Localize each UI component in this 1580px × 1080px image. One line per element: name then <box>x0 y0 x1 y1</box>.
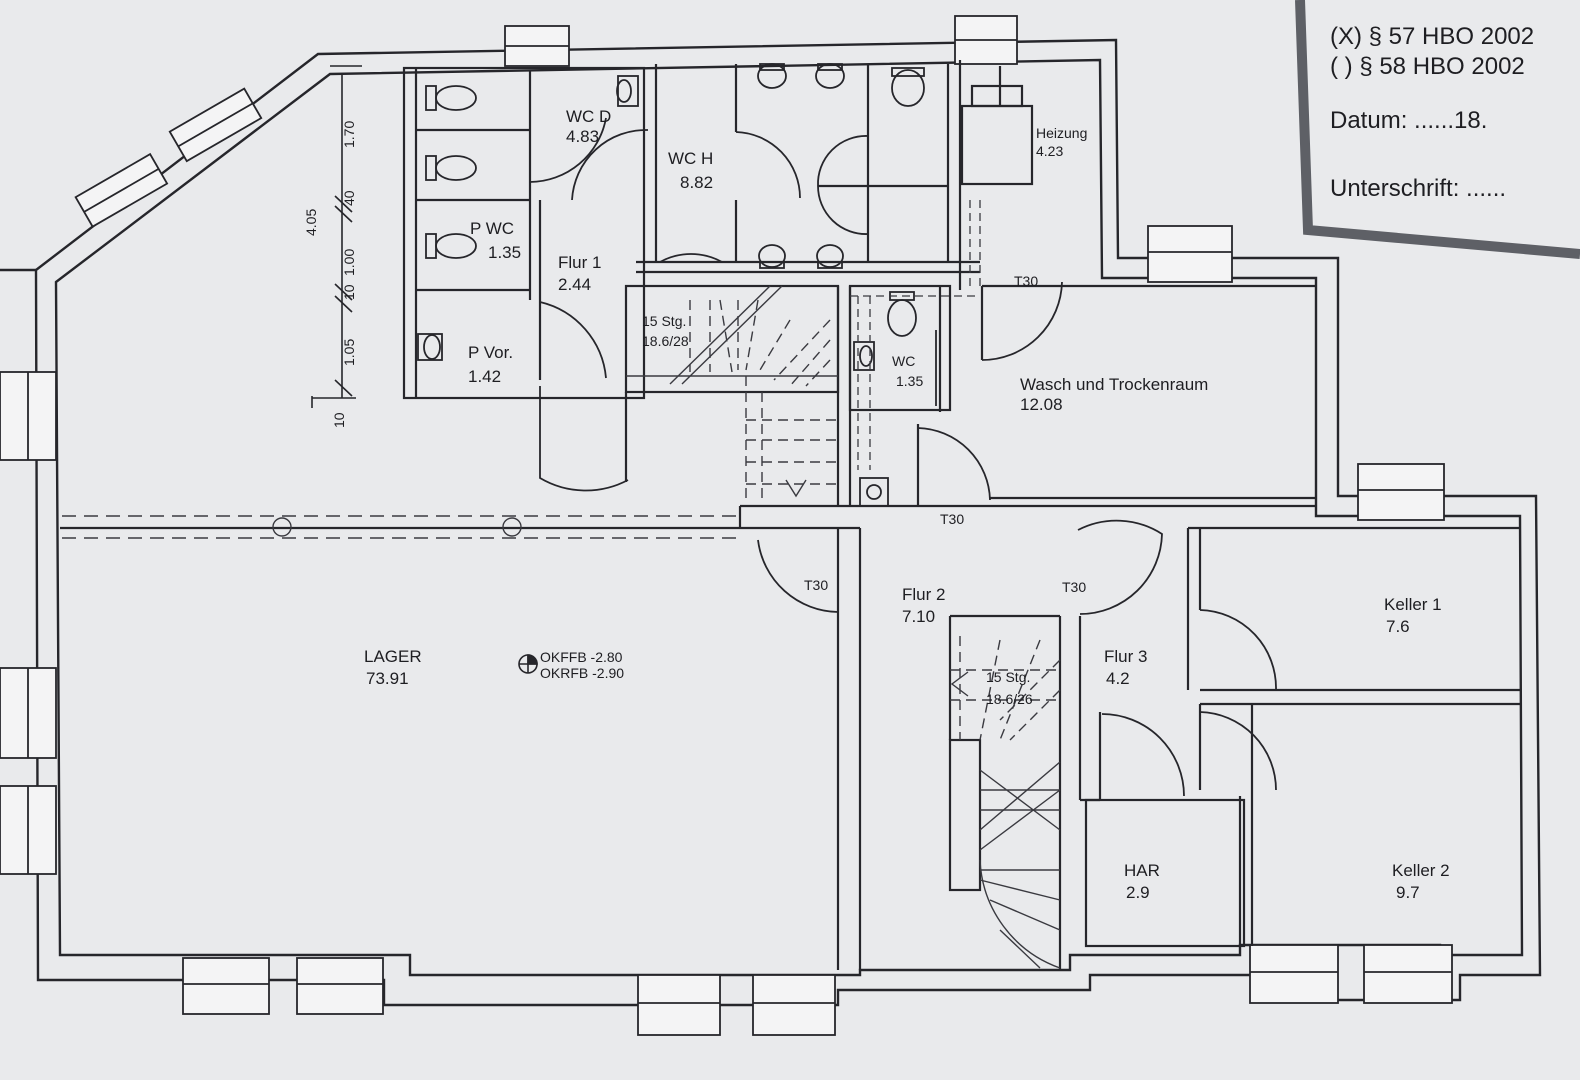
level-okffb: OKFFB -2.80 <box>540 649 623 665</box>
toilet-icon <box>891 67 925 107</box>
room-name-lager: LAGER <box>364 647 422 666</box>
beam-line <box>62 515 736 539</box>
toilet-icon <box>425 155 477 181</box>
room-name-wc-h: WC H <box>668 149 713 168</box>
room-area-har: 2.9 <box>1126 883 1150 902</box>
room-name-flur-3: Flur 3 <box>1104 647 1147 666</box>
toilet-icon <box>757 63 787 89</box>
stamp-date: Datum: ......18. <box>1330 107 1487 134</box>
room-name-wasch: Wasch und Trockenraum <box>1020 375 1208 394</box>
room-area-heizung: 4.23 <box>1036 143 1063 159</box>
dimension-label: 1.05 <box>341 339 357 366</box>
room-name-flur-2: Flur 2 <box>902 585 945 604</box>
room-area-wc-h: 8.82 <box>680 173 713 192</box>
room-name-heizung: Heizung <box>1036 125 1087 141</box>
windows <box>0 15 1453 1036</box>
toilet-icon <box>616 75 639 107</box>
stamp-line-2: ( ) § 58 HBO 2002 <box>1330 53 1525 80</box>
door-rating-t30: T30 <box>940 511 964 527</box>
toilet-icon <box>425 233 477 259</box>
room-area-wasch: 12.08 <box>1020 395 1063 414</box>
doors <box>529 100 1277 797</box>
room-area-keller-1: 7.6 <box>1386 617 1410 636</box>
room-area-wc-d: 4.83 <box>566 127 599 146</box>
dimension-label: 1.70 <box>341 121 357 148</box>
room-name-p-wc: P WC <box>470 219 514 238</box>
sink-icon <box>853 341 875 371</box>
toilet-icon <box>815 63 845 89</box>
room-area-flur-3: 4.2 <box>1106 669 1130 688</box>
stamp-signature: Unterschrift: ...... <box>1330 175 1506 202</box>
interior-walls <box>60 60 1520 970</box>
room-name-wc-d: WC D <box>566 107 611 126</box>
room-area-wc: 1.35 <box>896 373 923 389</box>
column-icon <box>502 517 522 537</box>
wc-fixtures <box>417 63 925 507</box>
door-ratings: T30 T30 T30 T30 <box>804 273 1086 595</box>
dimension-label: 4.05 <box>303 209 319 236</box>
room-area-flur-1: 2.44 <box>558 275 591 294</box>
door-rating-t30: T30 <box>1014 273 1038 289</box>
room-area-keller-2: 9.7 <box>1396 883 1420 902</box>
door-rating-t30: T30 <box>804 577 828 593</box>
room-area-lager: 73.91 <box>366 669 409 688</box>
toilet-icon <box>417 333 443 361</box>
room-area-flur-2: 7.10 <box>902 607 935 626</box>
dimension-chain <box>311 65 362 408</box>
stair-ratio-upper: 18.6/28 <box>642 333 689 349</box>
stair-steps-upper: 15 Stg. <box>642 313 686 329</box>
room-area-p-wc: 1.35 <box>488 243 521 262</box>
level-marker-icon <box>518 654 538 674</box>
urinal-icon <box>816 244 844 269</box>
drain-icon <box>859 477 889 507</box>
stair-steps-lower: 15 Stg. <box>986 669 1030 685</box>
room-name-p-vor: P Vor. <box>468 343 513 362</box>
staircase-upper <box>626 285 838 500</box>
toilet-icon <box>425 85 477 111</box>
column-icon <box>272 517 292 537</box>
level-okrfb: OKRFB -2.90 <box>540 665 624 681</box>
staircase-lower <box>950 636 1061 969</box>
dimension-label: 10 <box>341 284 357 300</box>
dimension-label: 1.00 <box>341 249 357 276</box>
room-labels: WC D 4.83 WC H 8.82 Heizung 4.23 P WC 1.… <box>364 107 1450 902</box>
room-name-flur-1: Flur 1 <box>558 253 601 272</box>
urinal-icon <box>758 244 786 269</box>
room-name-keller-2: Keller 2 <box>1392 861 1450 880</box>
room-name-wc: WC <box>892 353 915 369</box>
level-values: OKFFB -2.80 OKRFB -2.90 <box>540 649 624 681</box>
dimension-label: 10 <box>331 412 347 428</box>
stair-labels: 15 Stg. 18.6/28 15 Stg. 18.6/26 <box>642 313 1033 707</box>
approval-stamp: (X) § 57 HBO 2002 ( ) § 58 HBO 2002 Datu… <box>1295 0 1580 259</box>
dimension-label: 40 <box>341 190 357 206</box>
room-area-p-vor: 1.42 <box>468 367 501 386</box>
room-name-har: HAR <box>1124 861 1160 880</box>
room-name-keller-1: Keller 1 <box>1384 595 1442 614</box>
door-rating-t30: T30 <box>1062 579 1086 595</box>
stair-ratio-lower: 18.6/26 <box>986 691 1033 707</box>
dimension-labels: 1.70 4.05 40 1.00 10 1.05 10 <box>303 121 357 428</box>
dashed-ducts <box>850 200 981 470</box>
stamp-line-1: (X) § 57 HBO 2002 <box>1330 23 1534 50</box>
